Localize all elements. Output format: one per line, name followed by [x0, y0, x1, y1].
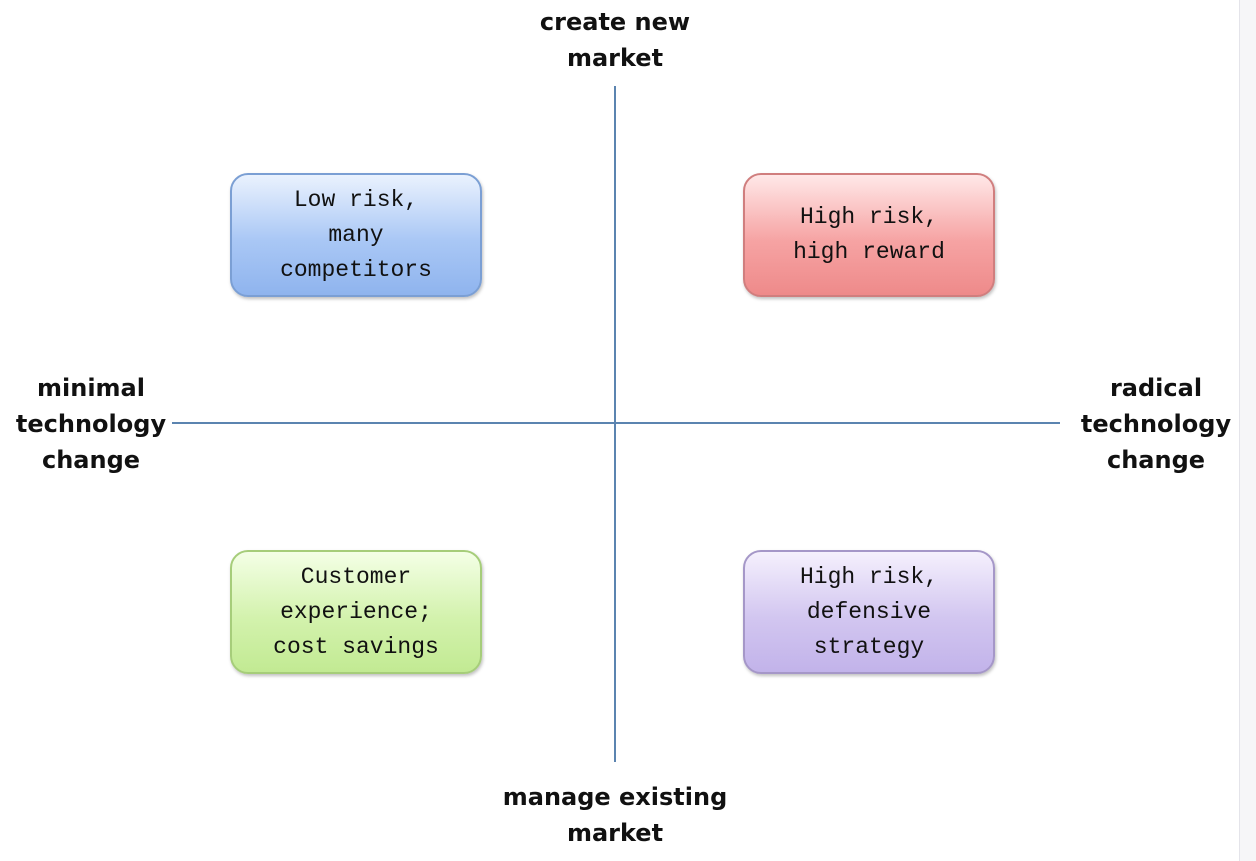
quadrant-text-top-left: Low risk, many competitors — [280, 186, 432, 283]
quadrant-box-bottom-right: High risk, defensive strategy — [743, 550, 995, 674]
vertical-axis-line — [614, 86, 616, 762]
axis-label-bottom: manage existing market — [502, 783, 728, 847]
quadrant-box-top-left: Low risk, many competitors — [230, 173, 482, 297]
page-edge — [1239, 0, 1256, 861]
quadrant-text-bottom-left: Customer experience; cost savings — [273, 563, 439, 660]
quadrant-text-top-right: High risk, high reward — [793, 204, 945, 265]
axis-label-top: create new market — [539, 8, 691, 72]
quadrant-box-top-right: High risk, high reward — [743, 173, 995, 297]
quadrant-box-bottom-left: Customer experience; cost savings — [230, 550, 482, 674]
quadrant-text-bottom-right: High risk, defensive strategy — [799, 563, 939, 660]
axis-label-left: minimal technology change — [15, 374, 167, 474]
axis-label-right: radical technology change — [1080, 374, 1232, 474]
horizontal-axis-line — [172, 422, 1060, 424]
